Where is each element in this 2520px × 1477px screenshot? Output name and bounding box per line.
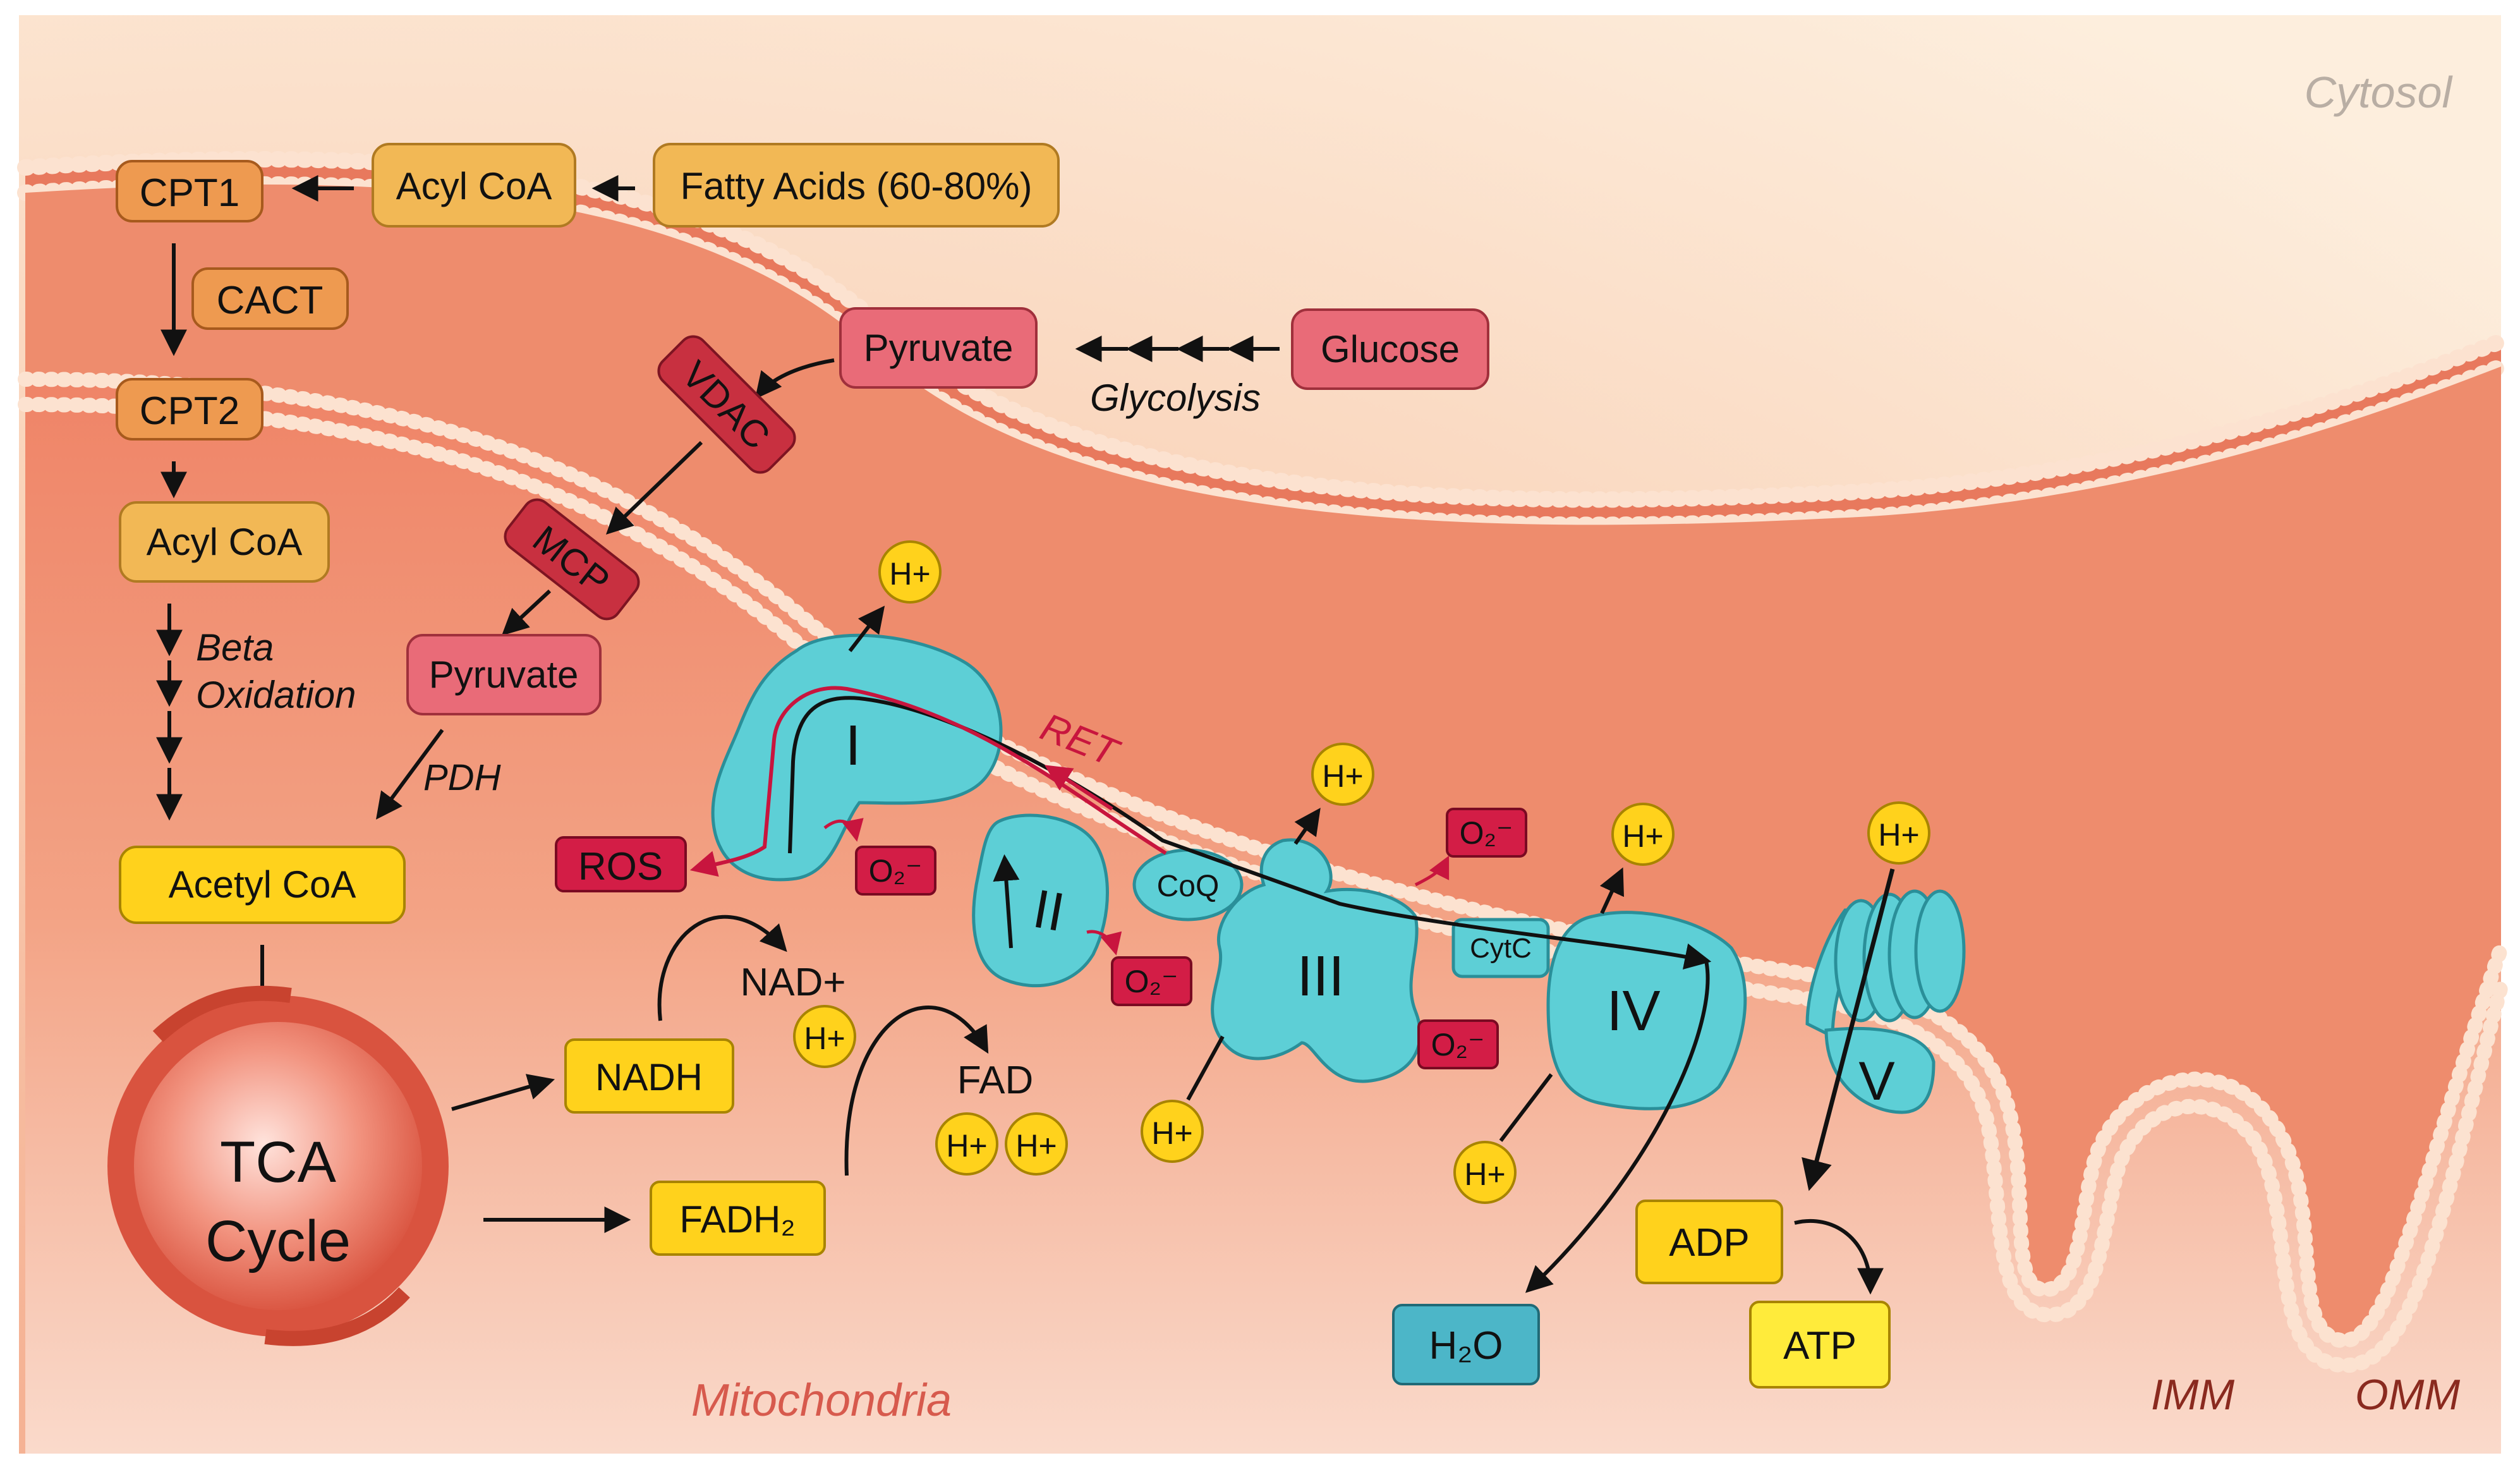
adp-box: ADP — [1635, 1200, 1783, 1284]
proton-4: H+ — [1867, 801, 1930, 865]
coq: CoQ — [1132, 848, 1244, 921]
acetyl-coa-box: Acetyl CoA — [119, 846, 406, 924]
svg-text:H+: H+ — [804, 1021, 845, 1056]
proton-8: H+ — [1141, 1100, 1204, 1163]
svg-text:CPT1: CPT1 — [140, 171, 239, 215]
beta-oxidation-label-1: Beta — [196, 626, 274, 669]
superoxide-1: O₂⁻ — [855, 846, 936, 896]
fad-label: FAD — [957, 1059, 1034, 1102]
svg-text:ADP: ADP — [1669, 1221, 1749, 1265]
svg-text:III: III — [1297, 945, 1344, 1008]
superoxide-3: O₂⁻ — [1446, 808, 1527, 858]
cpt1-box: CPT1 — [116, 160, 264, 222]
acyl-coa-outer-box: Acyl CoA — [372, 143, 576, 228]
svg-text:H+: H+ — [1322, 758, 1363, 794]
svg-text:CytC: CytC — [1470, 933, 1532, 964]
svg-text:Pyruvate: Pyruvate — [864, 327, 1014, 369]
nadh-box: NADH — [564, 1038, 734, 1114]
svg-text:Fatty Acids (60-80%): Fatty Acids (60-80%) — [681, 165, 1033, 207]
complex-5: V — [1805, 889, 1966, 1114]
superoxide-2: O₂⁻ — [1111, 956, 1192, 1006]
svg-text:Glucose: Glucose — [1321, 328, 1460, 370]
ros-box: ROS — [555, 836, 687, 892]
proton-3: H+ — [1611, 803, 1675, 866]
proton-6: H+ — [935, 1112, 998, 1176]
svg-text:IV: IV — [1606, 980, 1660, 1043]
cytosol-label: Cytosol — [2305, 68, 2454, 117]
svg-text:Acetyl CoA: Acetyl CoA — [169, 863, 356, 906]
svg-text:H+: H+ — [1622, 818, 1663, 854]
fadh2-box: FADH₂ — [650, 1181, 826, 1256]
imm-label: IMM — [2151, 1371, 2235, 1419]
acyl-coa-inner-box: Acyl CoA — [119, 501, 330, 583]
proton-1: H+ — [878, 540, 942, 604]
mitochondria-label: Mitochondria — [691, 1375, 952, 1426]
svg-text:H+: H+ — [889, 556, 930, 592]
glycolysis-label: Glycolysis — [1090, 377, 1261, 419]
superoxide-4: O₂⁻ — [1417, 1019, 1499, 1069]
atp-box: ATP — [1749, 1301, 1891, 1389]
complex-2: II — [972, 813, 1109, 988]
svg-text:H+: H+ — [1015, 1128, 1057, 1164]
cytc: CytC — [1451, 918, 1550, 978]
proton-9: H+ — [1453, 1141, 1517, 1204]
proton-2: H+ — [1311, 743, 1374, 806]
svg-text:H₂O: H₂O — [1429, 1324, 1503, 1368]
tca-label-1: TCA — [220, 1130, 337, 1194]
svg-text:O₂⁻: O₂⁻ — [1125, 964, 1178, 999]
glucose-box: Glucose — [1291, 308, 1489, 390]
pyruvate-outer-box: Pyruvate — [839, 307, 1038, 389]
pdh-label: PDH — [423, 757, 501, 798]
beta-oxidation-label-2: Oxidation — [196, 674, 356, 716]
proton-5: H+ — [793, 1005, 856, 1068]
complex-3: III — [1211, 838, 1422, 1083]
proton-7: H+ — [1005, 1112, 1068, 1176]
svg-text:I: I — [845, 714, 861, 777]
svg-text:O₂⁻: O₂⁻ — [1460, 815, 1513, 851]
water-box: H₂O — [1392, 1304, 1540, 1385]
tca-cycle: TCA Cycle — [107, 985, 449, 1346]
svg-text:FADH₂: FADH₂ — [679, 1198, 795, 1241]
svg-text:V: V — [1858, 1051, 1894, 1112]
svg-text:CACT: CACT — [217, 279, 324, 322]
svg-text:O₂⁻: O₂⁻ — [1431, 1027, 1485, 1062]
svg-text:CPT2: CPT2 — [140, 389, 239, 433]
svg-text:H+: H+ — [1878, 817, 1919, 853]
svg-text:Pyruvate: Pyruvate — [429, 653, 579, 696]
svg-text:ATP: ATP — [1783, 1324, 1857, 1368]
svg-text:NADH: NADH — [595, 1056, 703, 1098]
svg-text:H+: H+ — [1151, 1115, 1192, 1151]
svg-text:ROS: ROS — [578, 845, 663, 889]
svg-text:H+: H+ — [1464, 1157, 1505, 1192]
cact-box: CACT — [191, 267, 349, 330]
svg-text:O₂⁻: O₂⁻ — [869, 853, 923, 889]
svg-text:H+: H+ — [946, 1128, 987, 1164]
svg-text:Acyl CoA: Acyl CoA — [147, 521, 303, 563]
tca-label-2: Cycle — [205, 1209, 351, 1273]
nad-plus-label: NAD+ — [740, 961, 845, 1004]
svg-text:CoQ: CoQ — [1157, 870, 1220, 903]
fatty-acids-box: Fatty Acids (60-80%) — [653, 143, 1060, 228]
pyruvate-inner-box: Pyruvate — [406, 634, 602, 715]
svg-text:Acyl CoA: Acyl CoA — [396, 165, 552, 207]
omm-label: OMM — [2355, 1371, 2461, 1419]
cpt2-box: CPT2 — [116, 378, 264, 441]
